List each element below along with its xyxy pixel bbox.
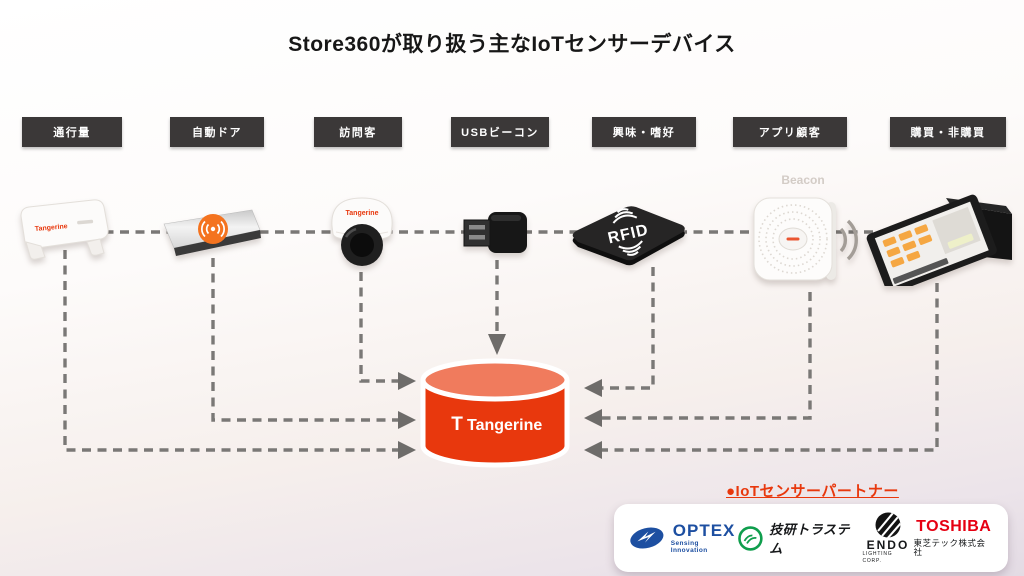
device-rfid-reader: RFID <box>566 198 691 273</box>
arrow-line-camera-to-db <box>359 272 400 383</box>
camera-lens <box>350 233 374 257</box>
db-brand-text: Tangerine <box>467 417 542 434</box>
category-label-auto-door: 自動ドア <box>170 117 264 147</box>
usb-slot-2 <box>469 235 485 240</box>
arrowhead-rfid <box>584 379 602 397</box>
arrow-line-door-to-db <box>211 258 400 422</box>
giken-name: 技研トラステム <box>769 522 850 556</box>
db-logo-mark: T <box>451 414 463 435</box>
optex-tagline: Sensing Innovation <box>670 540 708 555</box>
pos-screen-panel <box>932 206 981 255</box>
beacon-caption: Beacon <box>781 173 825 187</box>
counter-leg-right <box>86 238 105 256</box>
rfid-waves-top <box>612 208 638 224</box>
category-label-app-customer: アプリ顧客 <box>733 117 847 147</box>
category-label-usb-beacon: USBビーコン <box>451 117 549 147</box>
arrow-line-rfid-to-db <box>600 267 655 390</box>
partner-giken: 技研トラステム <box>737 519 862 557</box>
device-usb-dongle <box>461 207 533 262</box>
beacon-brand-mark <box>786 237 800 241</box>
optex-name: OPTEX <box>672 520 736 540</box>
partner-optex: OPTEX Sensing Innovation <box>628 520 737 555</box>
device-door-sensor <box>160 204 270 267</box>
camera-dome-highlight <box>344 227 357 238</box>
usb-slot-1 <box>469 225 485 230</box>
toshiba-subtext: 東芝テック株式会社 <box>913 537 986 558</box>
arrowhead-counter <box>398 441 416 459</box>
usb-connector <box>463 219 491 247</box>
arrowhead-beacon <box>584 409 602 427</box>
usb-body <box>488 212 527 253</box>
tangerine-database: T Tangerine <box>413 354 577 481</box>
arrowhead-camera <box>398 372 416 390</box>
db-cylinder-body <box>420 380 570 468</box>
endo-logo-icon <box>875 512 901 538</box>
pos-screen-statusbar <box>892 258 949 284</box>
pos-screen-buttons <box>882 224 933 268</box>
device-people-counter: Tangerine <box>15 196 115 267</box>
counter-leg-left <box>25 241 46 260</box>
category-label-traffic: 通行量 <box>22 117 122 147</box>
page-title: Store360が取り扱う主なIoTセンサーデバイス <box>288 33 736 56</box>
optex-logo-icon <box>630 527 664 549</box>
usb-body-top <box>491 215 521 221</box>
counter-vent <box>77 219 94 225</box>
endo-name: ENDO <box>866 538 910 552</box>
arrow-line-beacon-to-db <box>600 292 812 420</box>
partner-logo-panel: OPTEX Sensing Innovation 技研トラステム <box>614 504 1008 572</box>
broadcast-icon <box>201 220 225 238</box>
partner-endo: ENDO LIGHTING CORP. <box>862 511 913 565</box>
pos-screen-total <box>947 233 974 249</box>
category-label-purchase: 購買・非購買 <box>890 117 1006 147</box>
camera-brand-text: Tangerine <box>346 210 379 217</box>
beacon-dot-texture <box>758 204 828 274</box>
partners-heading: ●IoTセンサーパートナー <box>726 483 899 500</box>
toshiba-name: TOSHIBA <box>916 518 992 536</box>
device-beacon <box>742 186 862 297</box>
category-label-visitors: 訪問客 <box>314 117 402 147</box>
arrowhead-door <box>398 411 416 429</box>
device-pos-register <box>862 186 1020 294</box>
endo-subtext: LIGHTING CORP. <box>862 551 893 564</box>
db-cylinder-top <box>420 358 570 402</box>
rfid-waves-bottom <box>618 240 643 256</box>
arrow-line-counter-to-db <box>63 250 400 452</box>
beacon-signal-waves <box>839 219 858 261</box>
counter-brand-text: Tangerine <box>35 223 69 233</box>
category-label-interests: 興味・嗜好 <box>592 117 696 147</box>
arrow-line-pos-to-db <box>600 283 939 452</box>
rfid-pad <box>572 206 685 261</box>
arrowhead-pos <box>584 441 602 459</box>
partner-toshiba: TOSHIBA 東芝テック株式会社 <box>914 518 994 557</box>
arrowhead-usb <box>488 334 506 355</box>
giken-logo-icon <box>738 525 764 551</box>
device-dome-camera: Tangerine <box>324 192 400 277</box>
